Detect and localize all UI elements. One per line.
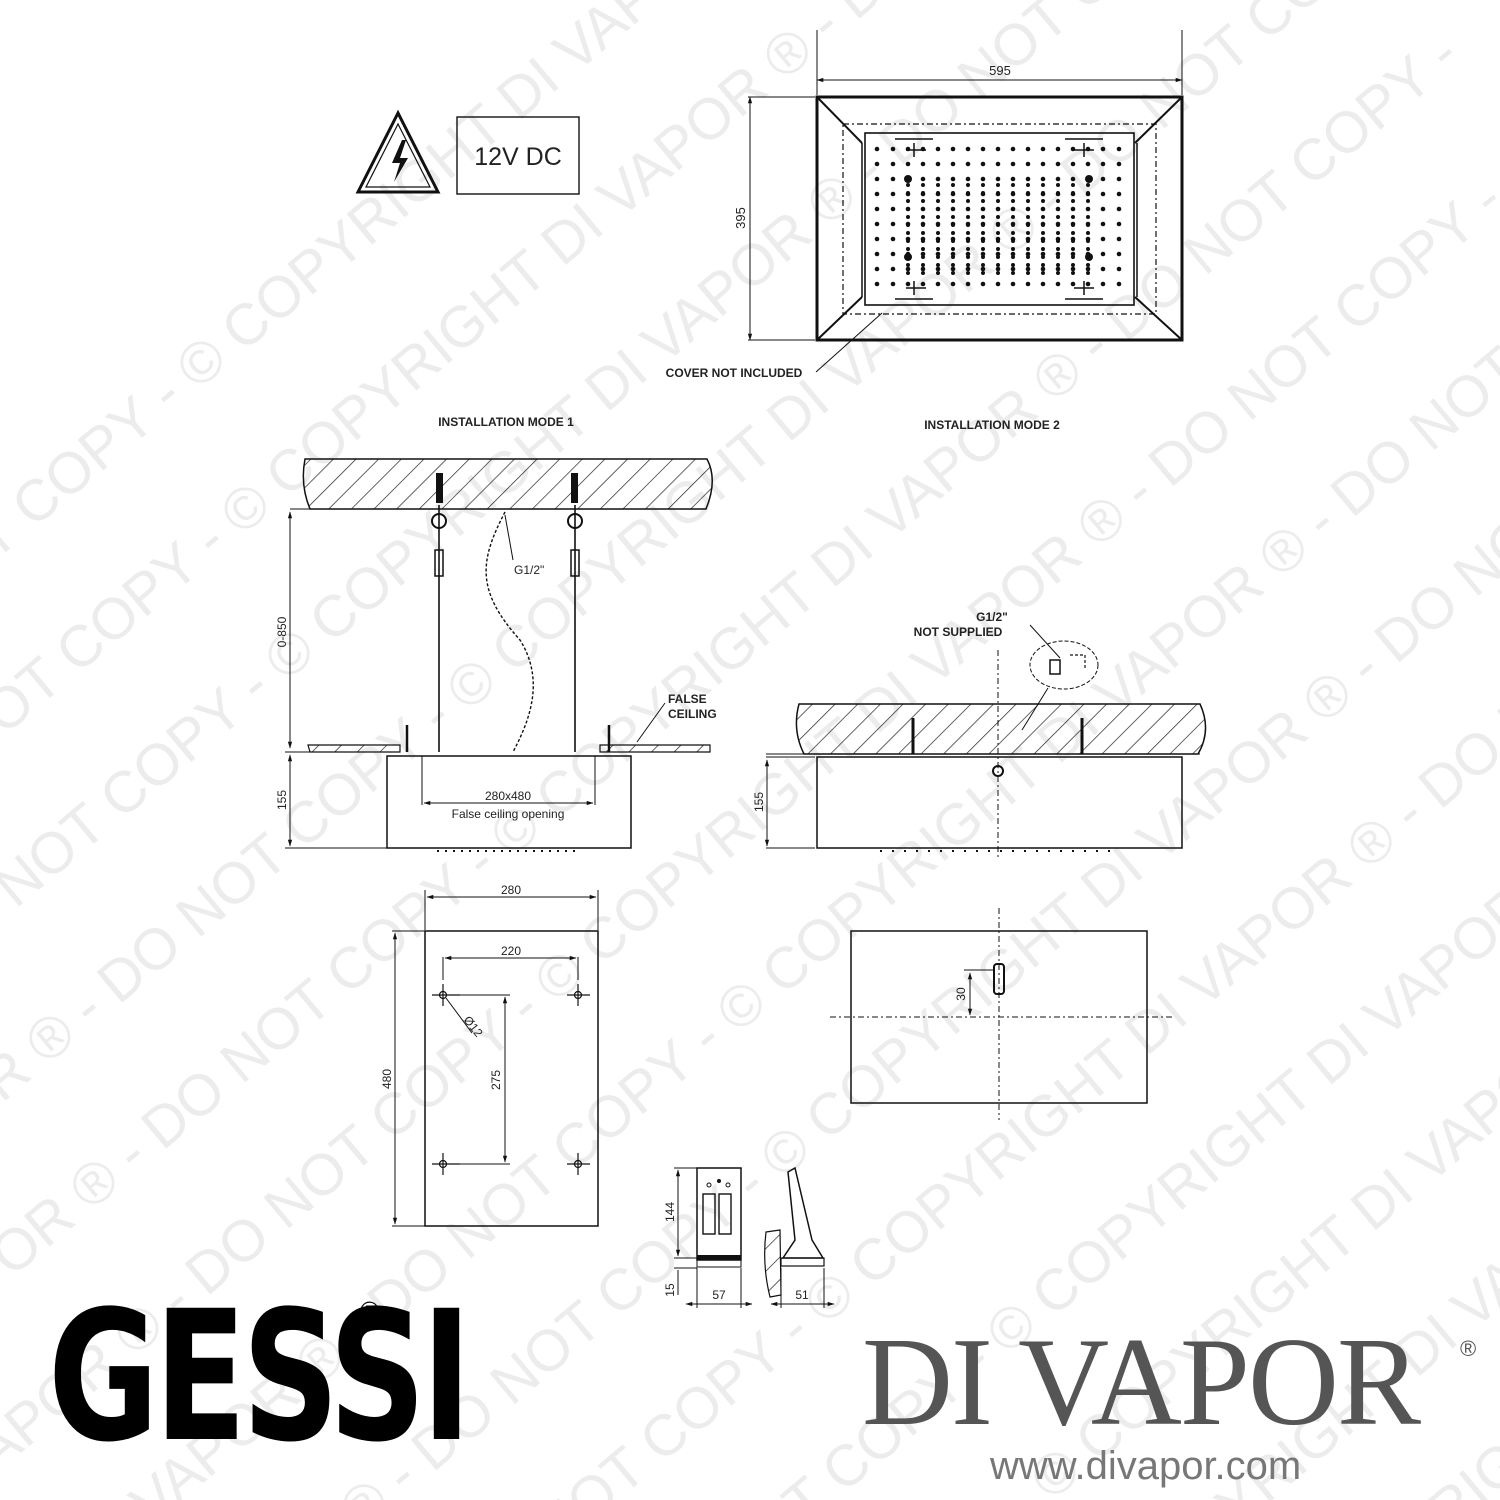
top-view: 595 395 <box>666 30 1184 380</box>
high-voltage-warning-icon <box>355 109 441 194</box>
mounting-holes <box>432 984 590 1175</box>
body-height-dimension: 155 <box>752 792 766 812</box>
suspension-cable-left <box>431 473 447 752</box>
height-range-dimension: 0-850 <box>275 616 289 647</box>
offset-dimension: 30 <box>954 987 968 1001</box>
pipe-label: G1/2" <box>514 563 544 577</box>
control-unit-front: 144 15 57 <box>663 1167 753 1308</box>
hole-vertical-spacing-dimension: 275 <box>489 1070 503 1090</box>
body-height-dimension: 155 <box>275 790 289 810</box>
width-dimension: 595 <box>989 63 1011 78</box>
height-dimension: 395 <box>733 207 748 229</box>
svg-text:NOT SUPPLIED: NOT SUPPLIED <box>914 625 1003 639</box>
shower-body-section <box>386 755 632 849</box>
width-dimension: 280 <box>501 883 521 897</box>
pipe-label: G1/2" <box>976 610 1008 624</box>
height-dimension: 480 <box>380 1069 394 1089</box>
divapor-registered-mark: ® <box>1460 1336 1477 1361</box>
inlet-plan: 30 <box>830 908 1173 1120</box>
height-dimension: 144 <box>663 1202 677 1222</box>
control-unit-side: 51 <box>764 1166 835 1308</box>
opening-dimension: 280x480 <box>485 789 531 803</box>
shower-body-section <box>816 756 1183 849</box>
voltage-label-box: 12V DC <box>456 116 580 195</box>
base-dimension: 15 <box>663 1283 677 1297</box>
svg-text:CEILING: CEILING <box>668 707 717 721</box>
voltage-label: 12V DC <box>474 143 562 171</box>
opening-label: False ceiling opening <box>452 807 565 821</box>
false-ceiling-label: FALSE <box>668 692 707 706</box>
divapor-url: www.divapor.com <box>990 1444 1302 1488</box>
cover-note: COVER NOT INCLUDED <box>666 366 803 380</box>
cutout-plan: 280 480 220 275 Ø12 <box>380 883 599 1227</box>
hole-spacing-dimension: 220 <box>501 944 521 958</box>
suspension-cable-right <box>567 473 583 752</box>
installation-mode-1: INSTALLATION MODE 1 0-850 155 G1/2" FALS… <box>275 415 717 852</box>
divapor-logo: DI VAPOR <box>862 1313 1421 1452</box>
side-depth-dimension: 51 <box>795 1288 809 1302</box>
flexible-hose <box>485 511 534 753</box>
mode-1-title: INSTALLATION MODE 1 <box>438 415 574 429</box>
nozzle-grid <box>874 146 1122 287</box>
width-dimension: 57 <box>712 1288 726 1302</box>
gessi-registered-mark: ® <box>360 1296 380 1326</box>
installation-mode-2: INSTALLATION MODE 2 G1/2" NOT SUPPLIED 1… <box>752 418 1207 860</box>
mode-2-title: INSTALLATION MODE 2 <box>924 418 1060 432</box>
gessi-logo: GESSI <box>48 1273 472 1482</box>
